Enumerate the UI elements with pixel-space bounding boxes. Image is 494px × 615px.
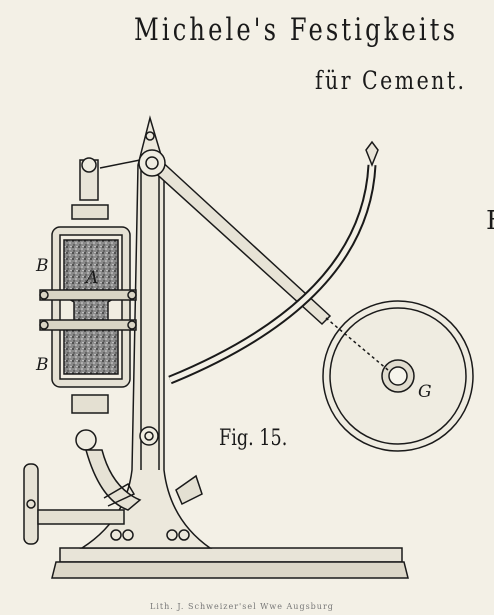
label-g: G — [418, 382, 432, 402]
label-b-lower: B — [36, 355, 49, 375]
handwheel — [23, 463, 125, 545]
upper-link — [71, 157, 109, 220]
base-plate — [51, 547, 409, 579]
cropped-edge-letter: F — [486, 206, 494, 236]
counterweight-wheel — [322, 300, 474, 452]
lithographer-credit: Lith. J. Schweizer'sel Wwe Augsburg — [150, 602, 334, 611]
label-a: A — [86, 268, 99, 288]
top-pivot — [99, 149, 166, 177]
plate-title: Michele's Festigkeits — [134, 12, 459, 48]
scale-arc — [168, 140, 379, 385]
plate-subtitle: für Cement. — [315, 66, 467, 95]
label-b-upper: B — [36, 256, 49, 276]
specimen-clamp — [39, 226, 137, 388]
lower-mechanism — [71, 394, 203, 541]
figure-label: Fig. 15. — [219, 426, 288, 451]
